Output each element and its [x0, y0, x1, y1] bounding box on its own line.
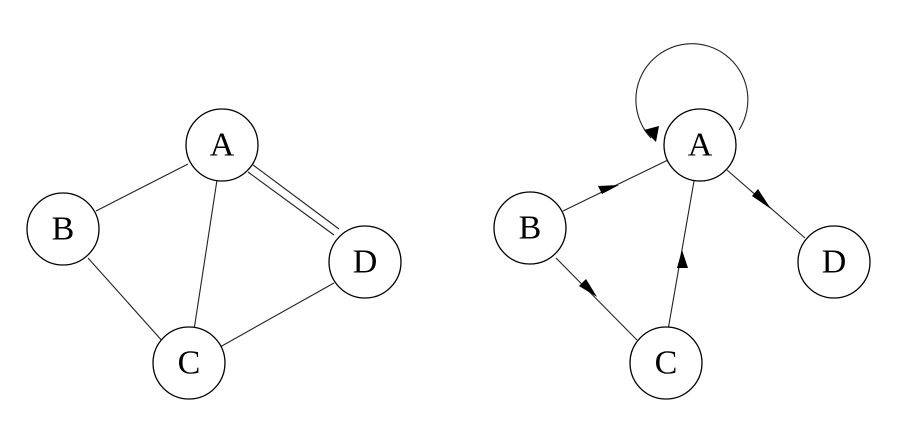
node-A-directed: A — [663, 108, 737, 182]
arrowhead-B-A — [598, 185, 619, 194]
node-D: D — [328, 225, 402, 299]
undirected-graph: A B C D — [26, 108, 402, 400]
node-D-directed-label: D — [822, 244, 847, 281]
node-B-directed: B — [493, 191, 567, 265]
arrowhead-B-C — [579, 279, 597, 297]
edge-C-D — [219, 282, 335, 348]
node-B: B — [26, 192, 100, 266]
edge-A-A-loop — [635, 43, 749, 139]
arrowhead-A-A — [644, 126, 659, 142]
node-C-directed: C — [629, 326, 703, 400]
edge-B-C-directed — [555, 257, 638, 341]
node-B-directed-label: B — [519, 210, 542, 247]
node-C-label: C — [178, 345, 201, 382]
edge-B-C — [87, 257, 165, 344]
edge-A-C — [193, 179, 218, 331]
node-D-directed: D — [797, 225, 871, 299]
edge-A-B — [95, 163, 189, 212]
node-A-directed-label: A — [688, 127, 713, 164]
directed-graph: A B C D — [493, 43, 871, 400]
edge-A-D-2 — [252, 164, 340, 230]
node-A: A — [185, 108, 259, 182]
node-A-label: A — [210, 127, 235, 164]
node-B-label: B — [52, 211, 75, 248]
edge-A-D-1 — [247, 171, 335, 236]
node-C: C — [152, 326, 226, 400]
arrowhead-A-D — [752, 189, 771, 209]
node-C-directed-label: C — [655, 345, 678, 382]
node-D-label: D — [353, 244, 378, 281]
arrowhead-C-A — [677, 250, 688, 268]
